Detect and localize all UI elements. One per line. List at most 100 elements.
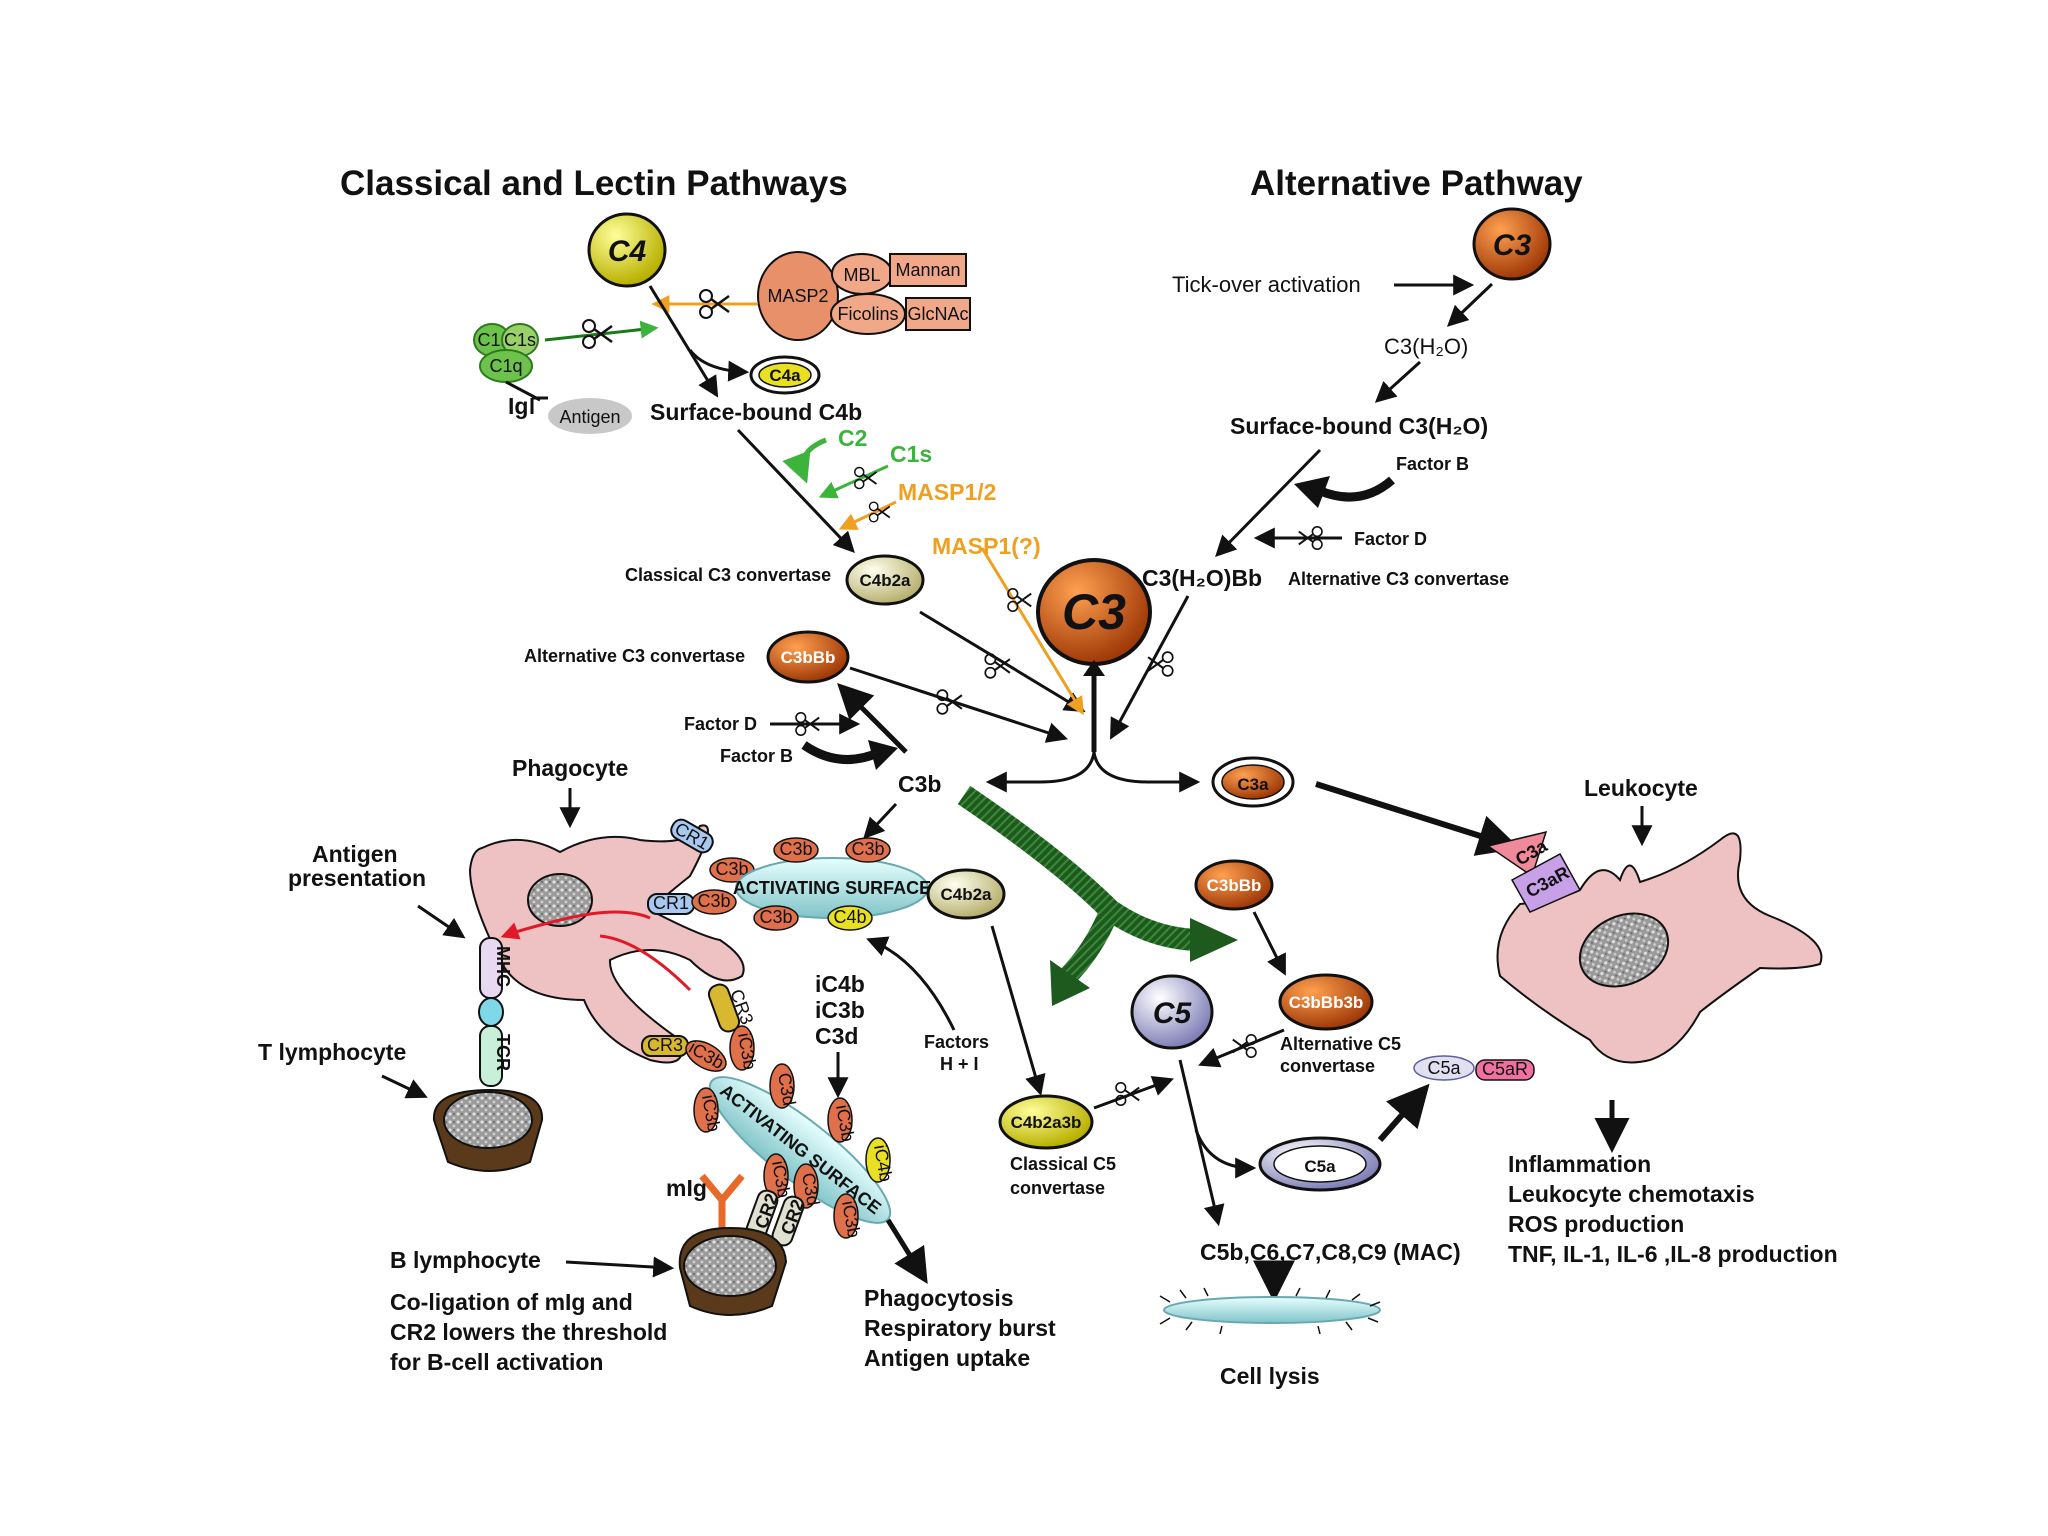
leukocyte-nucleus	[1578, 912, 1670, 988]
mbl-label: MBL	[843, 265, 880, 285]
ic3b-chip-a	[685, 1040, 727, 1072]
c5a-bound-shape	[1413, 1055, 1475, 1081]
c5a-to-receptor-arrow	[1377, 1083, 1430, 1142]
c3h2obb-label: C3(H₂O)Bb	[1142, 565, 1262, 591]
c5ar-label: C5aR	[1482, 1059, 1528, 1079]
c4b2a-to-center-arrow	[919, 610, 1086, 713]
c3b-chip-3	[753, 905, 799, 931]
cr2-b-label: CR2	[777, 1197, 808, 1238]
c3-to-c3h2o-arrow	[1446, 282, 1494, 327]
ic3b-chip-b	[729, 1025, 755, 1071]
c3b-chip-cr1mid	[691, 889, 737, 915]
c5ar-receptor	[1475, 1059, 1535, 1081]
alt-c3-convertase-right-label: Alternative C3 convertase	[1288, 569, 1509, 589]
c1-complex: C1r C1s C1q	[473, 323, 539, 383]
factor-b-right-label: Factor B	[1396, 454, 1469, 474]
tcr-label: TCR	[493, 1034, 513, 1071]
c4b-chip	[827, 905, 873, 931]
activating-surface-upper-label: ACTIVATING SURFACE	[733, 878, 931, 898]
alt-c3-convertase-left-label: Alternative C3 convertase	[524, 646, 745, 666]
c3b-chip-1-label: C3b	[779, 839, 812, 859]
scissors-icon	[1115, 1081, 1140, 1107]
surface-c3h2o-label: Surface-bound C3(H₂O)	[1230, 413, 1488, 439]
green-amplification-arrow	[957, 785, 1197, 951]
c3-split-left	[985, 751, 1096, 793]
cr3-a-label: CR3	[647, 1035, 683, 1055]
cr1-top-receptor	[670, 818, 714, 854]
factor-b-left-label: Factor B	[720, 746, 793, 766]
c3d-label: C3d	[815, 1023, 858, 1049]
surface-c3h2o-to-c3h2obb-arrow	[1215, 448, 1322, 557]
c4-label: C4	[608, 235, 647, 268]
antigen-shape	[548, 398, 632, 434]
c3-center-label: C3	[1062, 584, 1126, 640]
coligation-label-2: CR2 lowers the threshold	[390, 1319, 667, 1345]
c1s-label: C1s	[890, 441, 932, 467]
c3b-to-c3bbb-arrow	[837, 683, 908, 754]
mhc-label: MHC	[493, 946, 513, 987]
classical-c3-convertase-label: Classical C3 convertase	[625, 565, 831, 585]
phagocytosis-label-1: Phagocytosis	[864, 1285, 1014, 1311]
surface-bound-c4b-label: Surface-bound C4b	[650, 399, 862, 425]
b-lymphocyte-label: B lymphocyte	[390, 1247, 541, 1273]
scissors-icon	[854, 466, 878, 490]
c3a-bound-triangle	[1486, 830, 1548, 878]
classical-c5-conv-label-2: convertase	[1010, 1178, 1105, 1198]
c3b-chip-1	[773, 837, 819, 863]
ic3b-chip-l2	[827, 1097, 853, 1143]
scissors-icon	[984, 653, 1011, 679]
antigen-presentation-label-2: presentation	[288, 865, 426, 891]
coligation-label-1: Co-ligation of mIg and	[390, 1289, 633, 1315]
c3bbb-left-molecule	[766, 630, 850, 684]
c5-split-arrow	[1178, 1059, 1225, 1227]
factors-hi-arrow	[866, 936, 956, 1031]
masp1-to-center-arrow	[980, 547, 1084, 716]
c3h2o-to-surface-arrow	[1374, 360, 1422, 403]
green-arrow-head-right	[1190, 918, 1238, 962]
t-lymphocyte-label: T lymphocyte	[258, 1039, 406, 1065]
c3h2obb-to-center-arrow	[1109, 595, 1190, 740]
mannan-box	[889, 253, 967, 287]
ficolins-label: Ficolins	[837, 304, 898, 324]
c4b2a-to-c4b2a3b-arrow	[990, 925, 1046, 1097]
c3bbb-right-molecule	[1194, 859, 1274, 911]
phagocyte-cell	[468, 824, 745, 1064]
ig-bracket	[530, 396, 548, 414]
masp2-shape	[757, 251, 839, 341]
c3h2o-label: C3(H₂O)	[1384, 334, 1468, 359]
c4b-chip-label: C4b	[833, 907, 866, 927]
scissors-icon	[1147, 651, 1174, 677]
antigen-presentation-label-1: Antigen	[312, 841, 398, 867]
membrane-lysis-icon	[1159, 1287, 1381, 1335]
mig-antibody	[699, 1173, 745, 1232]
scissors-icon	[868, 501, 891, 523]
alternative-pathway-title: Alternative Pathway	[1250, 164, 1583, 203]
c3b-chip-3-label: C3b	[759, 907, 792, 927]
mannan-label: Mannan	[895, 260, 960, 280]
cr3-b-receptor	[707, 983, 741, 1033]
c1q-label: C1q	[489, 356, 522, 376]
c5a-bound-label: C5a	[1427, 1058, 1461, 1078]
c4a-label: C4a	[769, 366, 801, 385]
c4-molecule	[587, 212, 667, 288]
t-lymphocyte-nucleus	[443, 1091, 533, 1149]
c5a-release-arrow	[1194, 1129, 1257, 1179]
c4b2a-surface-label: C4b2a	[940, 885, 992, 904]
mig-label: mIg	[666, 1175, 707, 1201]
masp12-label: MASP1/2	[898, 479, 996, 505]
tick-over-label: Tick-over activation	[1172, 272, 1361, 297]
c3b-chip-cr1mid-label: C3b	[697, 891, 730, 911]
c3d-chip-l2	[793, 1163, 819, 1209]
scissors-icon	[936, 689, 963, 715]
c3bbb-right-label: C3bBb	[1207, 876, 1262, 895]
scissors-icon	[582, 319, 613, 349]
c3bbb-to-center-arrow	[849, 666, 1068, 743]
inflammation-label-1: Inflammation	[1508, 1151, 1651, 1177]
factors-hi-label-2: H + I	[940, 1054, 979, 1074]
inflammation-label-4: TNF, IL-1, IL-6 ,IL-8 production	[1508, 1241, 1838, 1267]
phagocytosis-label-2: Respiratory burst	[864, 1315, 1056, 1341]
c3b-chip-2	[845, 837, 891, 863]
c3a-label: C3a	[1237, 775, 1269, 794]
c3-top-molecule	[1472, 207, 1552, 281]
